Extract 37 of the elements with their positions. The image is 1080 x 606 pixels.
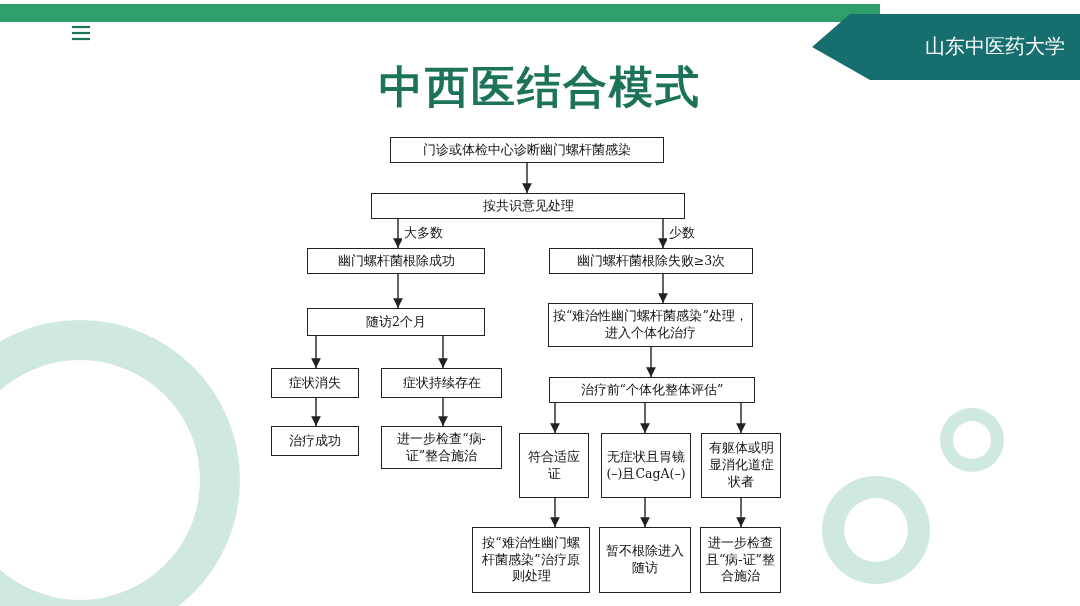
arrow [550, 497, 560, 528]
process-box: 进一步检查且“病-证”整合施治 [700, 527, 781, 593]
arrow [438, 335, 448, 369]
arrow [550, 402, 560, 434]
arrow [311, 397, 321, 427]
arrow [438, 397, 448, 427]
process-box: 治疗成功 [271, 426, 359, 456]
process-box: 按“难治性幽门螺杆菌感染”处理，进入个体化治疗 [548, 303, 753, 347]
process-box: 幽门螺杆菌根除成功 [307, 248, 485, 274]
arrow [658, 273, 668, 304]
process-box: 无症状且胃镜(–)且CagA(–) [601, 433, 691, 498]
arrow [522, 162, 532, 194]
arrow [393, 218, 403, 249]
process-box: 幽门螺杆菌根除失败≥3次 [549, 248, 753, 274]
process-box: 暂不根除进入随访 [599, 527, 691, 593]
process-box: 治疗前“个体化整体评估” [549, 377, 755, 403]
arrow [736, 402, 746, 434]
arrow [640, 402, 650, 434]
arrow [658, 218, 668, 249]
process-box: 症状消失 [271, 368, 359, 398]
arrow [311, 335, 321, 369]
arrow [646, 346, 656, 378]
process-box: 随访2个月 [307, 308, 485, 336]
process-box: 按“难治性幽门螺杆菌感染”治疗原则处理 [472, 527, 590, 593]
process-box: 有躯体或明显消化道症状者 [701, 433, 781, 498]
process-box: 进一步检查“病-证”整合施治 [381, 426, 502, 469]
university-name: 山东中医药大学 [925, 33, 1065, 60]
process-box: 门诊或体检中心诊断幽门螺杆菌感染 [390, 137, 664, 163]
process-box: 按共识意见处理 [371, 193, 685, 219]
edge-label: 少数 [667, 224, 697, 242]
arrow [640, 497, 650, 528]
process-box: 症状持续存在 [381, 368, 502, 398]
slide-title: 中西医结合模式 [378, 60, 702, 114]
arrow [393, 273, 403, 309]
arrow [736, 497, 746, 528]
process-box: 符合适应证 [519, 433, 589, 498]
edge-label: 大多数 [402, 224, 445, 242]
